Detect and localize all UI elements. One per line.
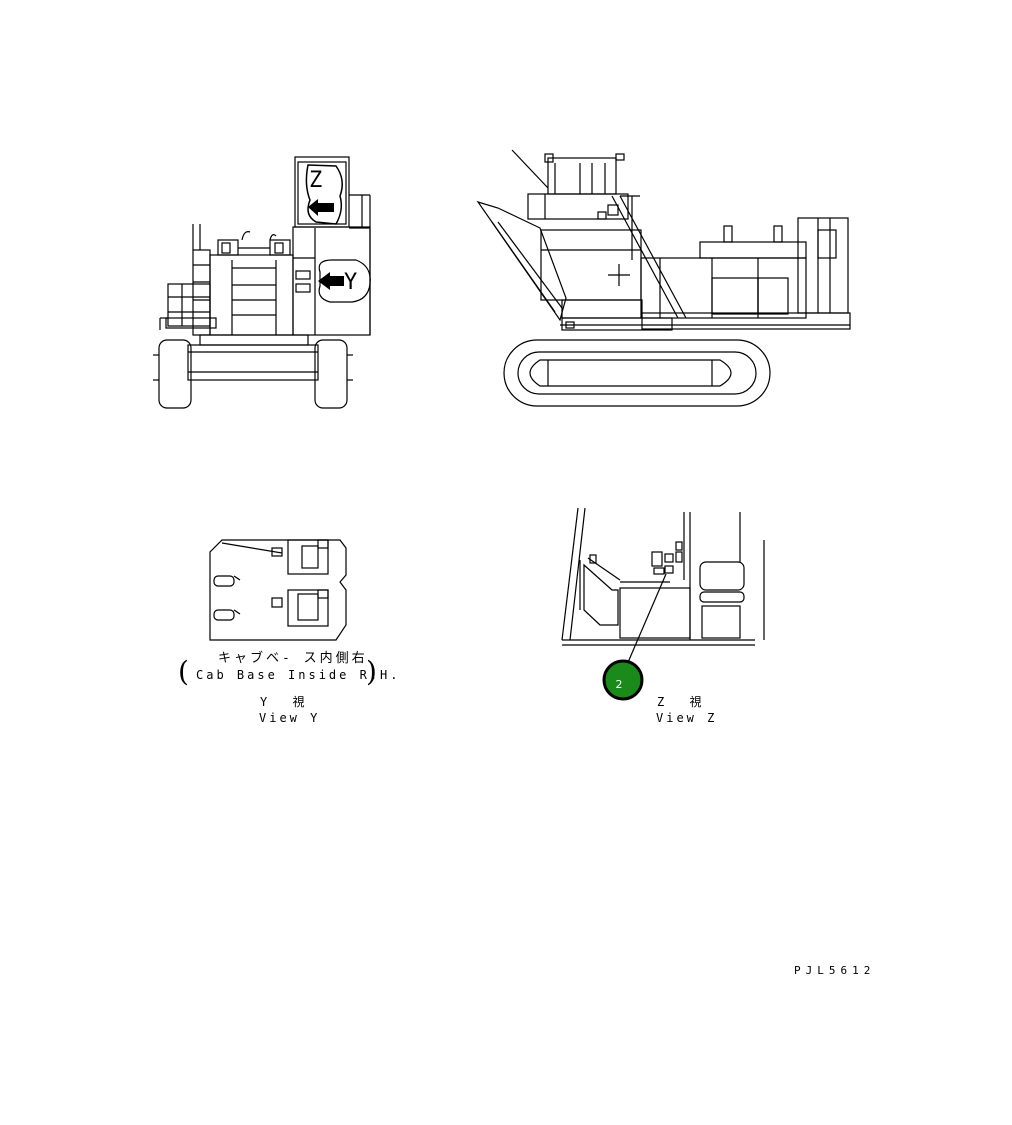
arrow-z: [308, 199, 334, 216]
view-z-title-en: View Z: [656, 711, 718, 725]
marker-y-label: Y: [344, 270, 358, 295]
view-z-title-jp: Z 視: [657, 695, 705, 709]
view-z-drawing: [561, 507, 765, 668]
view-y-location-en: Cab Base Inside R.H.: [196, 668, 401, 682]
drawing-code: PJL5612: [794, 964, 876, 977]
callout-balloon: [602, 659, 644, 701]
view-y-title-jp: Y 視: [260, 695, 308, 709]
view-y-location-jp: キャブベ- ス内側右: [218, 651, 368, 666]
rear-view-drawing: [153, 156, 371, 409]
view-y-title-en: View Y: [259, 711, 321, 725]
arrow-y: [318, 272, 344, 290]
view-y-drawing: [209, 539, 347, 641]
open-paren: (: [178, 655, 189, 688]
marker-z-label: Z: [309, 168, 323, 193]
callout-number: 2: [615, 678, 623, 691]
close-paren: ): [366, 655, 377, 688]
side-view-drawing: [476, 149, 851, 407]
